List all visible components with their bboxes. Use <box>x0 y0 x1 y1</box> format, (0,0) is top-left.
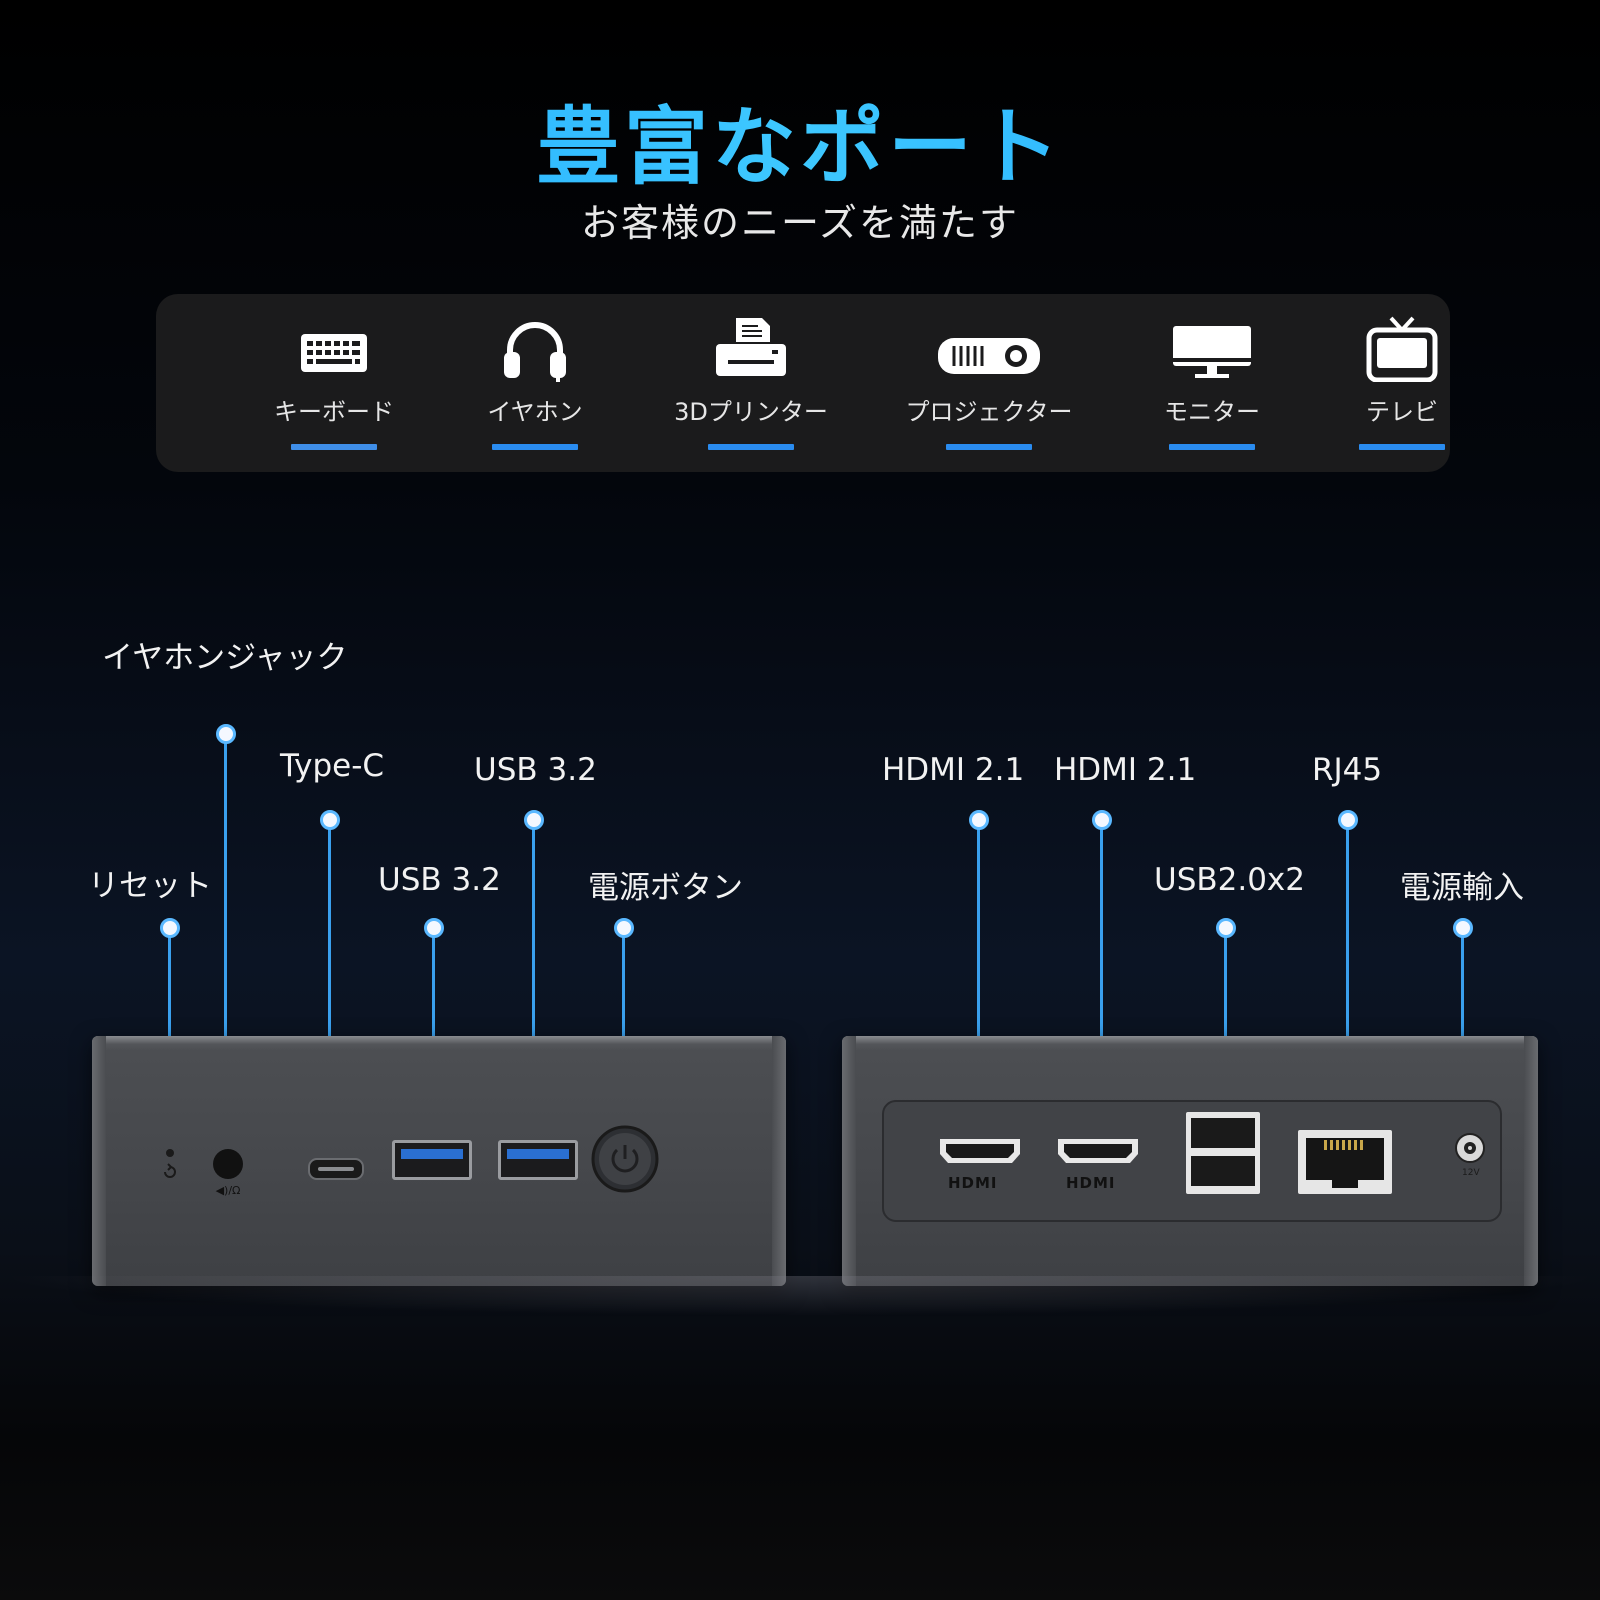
leader-dot-rj45 <box>1338 810 1358 830</box>
hdmi-logo-1: HDMI <box>948 1174 998 1192</box>
power-button[interactable] <box>590 1124 660 1194</box>
reset-pinhole-icon <box>164 1149 176 1178</box>
label-earphone-jack: イヤホンジャック <box>102 640 348 676</box>
label-power-button: 電源ボタン <box>588 870 743 906</box>
device-accent-bar <box>1169 444 1255 450</box>
leader-line-hdmi-2 <box>1100 818 1103 1110</box>
device-accent-bar <box>291 444 377 450</box>
device-label: モニター <box>1164 398 1260 426</box>
leader-dot-reset <box>160 918 180 938</box>
leader-dot-usb-b <box>524 810 544 830</box>
leader-line-power-button <box>622 926 625 1090</box>
device-label: テレビ <box>1366 398 1438 426</box>
svg-text:◀)/Ω: ◀)/Ω <box>216 1184 241 1197</box>
projector-icon <box>938 338 1040 374</box>
box-right-edge <box>772 1036 786 1286</box>
mini-pc-rear: HDMI HDMI 12V <box>842 1036 1538 1286</box>
leader-line-usb-b <box>532 818 535 1110</box>
device-item-monitor: モニター <box>1122 294 1302 472</box>
device-accent-bar <box>492 444 578 450</box>
hdmi-logo-2: HDMI <box>1066 1174 1116 1192</box>
label-hdmi-1: HDMI 2.1 <box>882 752 1025 788</box>
floor-reflection <box>0 1276 1600 1316</box>
label-type-c: Type-C <box>280 748 385 784</box>
device-item-keyboard: キーボード <box>244 294 424 472</box>
printer-icon <box>716 318 786 376</box>
dc-power-jack-icon <box>1455 1133 1485 1163</box>
label-usb2-x2: USB2.0x2 <box>1154 862 1306 898</box>
leader-dot-power-button <box>614 918 634 938</box>
leader-dot-type-c <box>320 810 340 830</box>
leader-dot-usb2 <box>1216 918 1236 938</box>
label-reset: リセット <box>88 868 212 904</box>
leader-dot-usb-a <box>424 918 444 938</box>
device-item-projector: プロジェクター <box>899 294 1079 472</box>
leader-line-type-c <box>328 818 331 1110</box>
mini-pc-front: ◀)/Ω <box>92 1036 786 1286</box>
page-subtitle: お客様のニーズを満たす <box>580 201 1020 245</box>
leader-dot-earphone <box>216 724 236 744</box>
box-top-edge <box>92 1036 786 1044</box>
hdmi-port-1 <box>938 1136 1022 1166</box>
box-top-edge <box>842 1036 1538 1044</box>
leader-line-reset <box>168 926 171 1110</box>
leader-line-usb2 <box>1224 926 1227 1110</box>
page-title: 豊富なポート <box>0 80 1600 201</box>
dc-voltage-label: 12V <box>1462 1168 1480 1178</box>
box-left-edge <box>842 1036 856 1286</box>
usb-3-2-port-a <box>392 1140 472 1180</box>
keyboard-icon <box>301 334 367 372</box>
rear-io-recess: HDMI HDMI 12V <box>882 1100 1502 1222</box>
tv-icon <box>1366 316 1438 382</box>
device-accent-bar <box>946 444 1032 450</box>
leader-dot-power-input <box>1453 918 1473 938</box>
hdmi-port-2 <box>1056 1136 1140 1166</box>
device-accent-bar <box>1359 444 1445 450</box>
leader-line-hdmi-1 <box>977 818 980 1110</box>
device-label: プロジェクター <box>905 398 1073 426</box>
usb-2-0-dual-port <box>1186 1112 1260 1194</box>
leader-line-rj45 <box>1346 818 1349 1110</box>
compatible-devices-panel: キーボード イヤホン 3Dプリンター プロジェクター <box>156 294 1450 472</box>
usb-3-2-port-b <box>498 1140 578 1180</box>
label-power-input: 電源輸入 <box>1400 870 1524 906</box>
label-usb-3-2-b: USB 3.2 <box>474 752 597 788</box>
device-label: キーボード <box>274 398 394 426</box>
type-c-port <box>308 1158 364 1180</box>
device-item-3d-printer: 3Dプリンター <box>661 294 841 472</box>
leader-dot-hdmi-2 <box>1092 810 1112 830</box>
leader-line-power-input <box>1461 926 1464 1110</box>
audio-jack-icon: ◀)/Ω <box>213 1149 243 1197</box>
box-left-edge <box>92 1036 106 1286</box>
monitor-icon <box>1173 326 1251 378</box>
device-label: イヤホン <box>487 398 583 426</box>
label-usb-3-2-a: USB 3.2 <box>378 862 501 898</box>
headphones-icon <box>504 322 566 382</box>
device-accent-bar <box>708 444 794 450</box>
device-item-tv: テレビ <box>1312 294 1492 472</box>
label-rj45: RJ45 <box>1312 752 1383 788</box>
rj45-port <box>1298 1130 1392 1194</box>
leader-dot-hdmi-1 <box>969 810 989 830</box>
leader-line-usb-a <box>432 926 435 1110</box>
device-label: 3Dプリンター <box>674 398 828 426</box>
leader-line-earphone <box>224 732 227 1110</box>
device-item-headphones: イヤホン <box>445 294 625 472</box>
label-hdmi-2: HDMI 2.1 <box>1054 752 1197 788</box>
box-right-edge <box>1524 1036 1538 1286</box>
